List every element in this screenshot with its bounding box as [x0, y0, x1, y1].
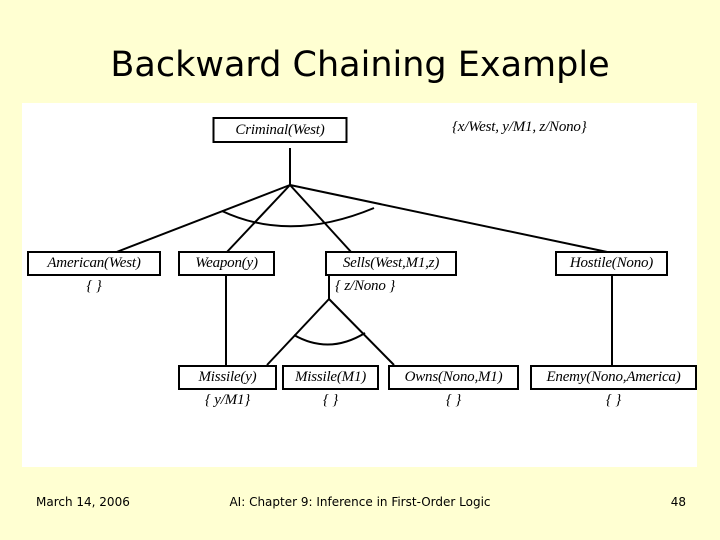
- binding-missile-m1: { }: [322, 392, 339, 408]
- node-missile-m1[interactable]: Missile(M1): [282, 365, 379, 390]
- node-label: Weapon(y): [195, 255, 258, 271]
- node-label: Enemy(Nono,America): [546, 369, 681, 385]
- footer-subject: AI: Chapter 9: Inference in First-Order …: [229, 495, 491, 509]
- node-missile-y[interactable]: Missile(y): [178, 365, 277, 390]
- and-arc-root: [221, 207, 375, 228]
- footer-page-number: 48: [670, 495, 686, 509]
- binding-missile-y: { y/M1}: [204, 392, 251, 408]
- proof-tree-diagram: Criminal(West) {x/West, y/M1, z/Nono} Am…: [22, 103, 697, 467]
- binding-enemy-nono-america: { }: [605, 392, 622, 408]
- binding-sells-west-m1-z: { z/Nono }: [334, 278, 395, 294]
- edge-root-to-weapon: [225, 184, 291, 254]
- node-weapon-y[interactable]: Weapon(y): [178, 251, 275, 276]
- node-criminal-west[interactable]: Criminal(West): [212, 117, 348, 143]
- edge-root-to-sells: [289, 184, 353, 254]
- node-label: Missile(y): [198, 369, 257, 385]
- node-label: Criminal(West): [235, 121, 325, 138]
- footer-date: March 14, 2006: [36, 495, 130, 509]
- node-enemy-nono-america[interactable]: Enemy(Nono,America): [530, 365, 697, 390]
- edge-sells-to-missilem1: [266, 298, 330, 366]
- node-label: Hostile(Nono): [569, 255, 654, 271]
- edge-sells-to-owns: [328, 298, 395, 366]
- node-american-west[interactable]: American(West): [27, 251, 161, 276]
- edge-root-to-hostile: [289, 184, 613, 254]
- and-arc-sells: [293, 332, 366, 346]
- node-label: Sells(West,M1,z): [342, 255, 440, 271]
- binding-american-west: { }: [86, 278, 102, 294]
- node-owns-nono-m1[interactable]: Owns(Nono,M1): [388, 365, 519, 390]
- edge-root-to-american: [113, 184, 291, 254]
- binding-owns-nono-m1: { }: [445, 392, 462, 408]
- diagram-connector-lines: [113, 148, 613, 366]
- page-title: Backward Chaining Example: [110, 45, 610, 85]
- node-label: Owns(Nono,M1): [404, 369, 503, 385]
- node-hostile-nono[interactable]: Hostile(Nono): [555, 251, 668, 276]
- binding-root: {x/West, y/M1, z/Nono}: [452, 119, 587, 135]
- node-label: American(West): [47, 255, 141, 271]
- node-sells-west-m1-z[interactable]: Sells(West,M1,z): [325, 251, 457, 276]
- node-label: Missile(M1): [294, 369, 367, 385]
